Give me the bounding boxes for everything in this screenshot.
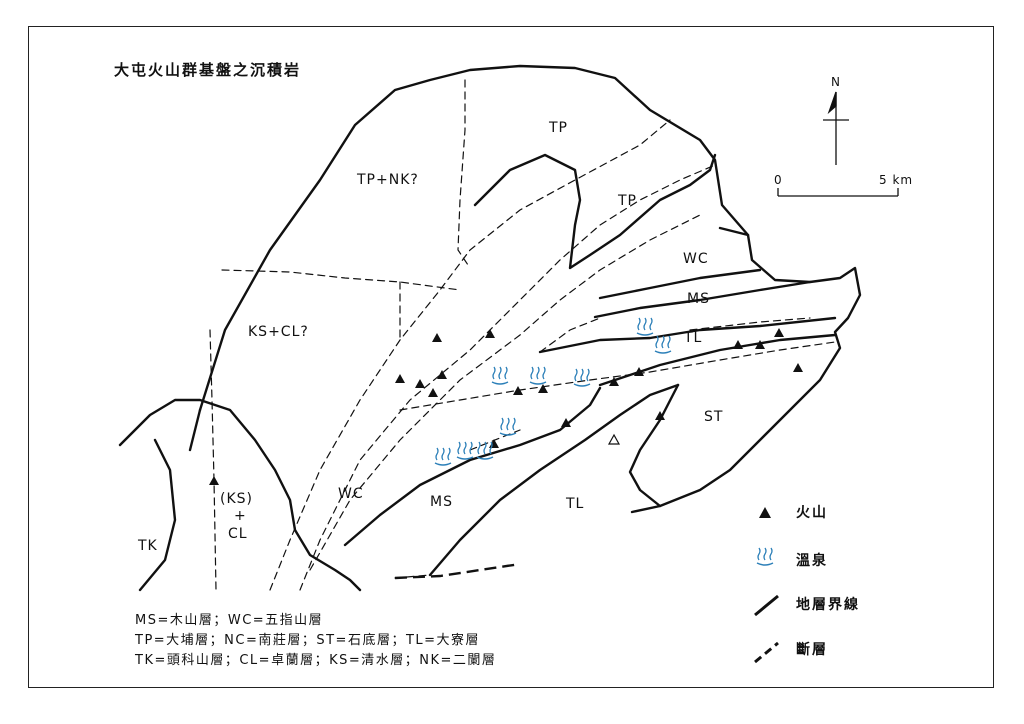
legend-boundary-label: 地層界線 xyxy=(796,597,860,613)
unit-label-st: ST xyxy=(704,409,724,425)
hot-spring-marker xyxy=(529,366,547,385)
volcano-marker xyxy=(634,367,644,376)
north-label: N xyxy=(831,75,841,89)
volcano-marker xyxy=(733,340,743,349)
legend-boundary-icon xyxy=(754,594,779,617)
abbreviation-line-2: TP=大埔層；NC=南莊層；ST=石底層；TL=大寮層 xyxy=(135,633,481,648)
map-title: 大屯火山群基盤之沉積岩 xyxy=(114,61,302,79)
legend-volcano-icon xyxy=(759,507,771,518)
tp-boundary xyxy=(473,153,717,270)
fault-bottom-thick xyxy=(394,562,521,580)
volcano-marker xyxy=(655,411,665,420)
fault-1 xyxy=(457,79,471,269)
hot-springs xyxy=(434,317,672,466)
legend-symbols xyxy=(754,507,779,664)
scale-label-5km: 5 km xyxy=(879,173,914,187)
legend-fault-label: 斷層 xyxy=(796,642,828,658)
abbreviation-line-1: MS=木山層；WC=五指山層 xyxy=(135,613,324,628)
hot-spring-marker xyxy=(456,441,474,460)
legend-fault-icon xyxy=(754,641,779,664)
volcano-marker xyxy=(415,379,425,388)
volcano-marker xyxy=(513,386,523,395)
unit-label-tk: TK xyxy=(138,538,158,554)
tk-boundary xyxy=(118,398,362,592)
wc-ms-boundary xyxy=(598,268,762,300)
volcano-marker xyxy=(755,340,765,349)
volcano-marker xyxy=(209,476,219,485)
fault-lines xyxy=(209,79,836,591)
volcano-marker xyxy=(793,363,803,372)
st-boundary xyxy=(628,383,680,508)
scale-bar xyxy=(777,188,899,197)
fault-5 xyxy=(299,164,716,591)
hot-spring-marker xyxy=(499,417,517,436)
legend-volcano-label: 火山 xyxy=(796,505,828,521)
unit-label-ms-left: MS xyxy=(430,494,453,510)
unit-label-wc-left: WC xyxy=(338,486,364,502)
fault-6 xyxy=(309,214,701,571)
tl-lower-boundary xyxy=(598,333,837,387)
tl-inner-boundary xyxy=(538,316,837,354)
fault-11 xyxy=(539,317,601,353)
unit-label-tl-left: TL xyxy=(566,496,585,512)
north-arrow xyxy=(823,91,849,165)
fault-8 xyxy=(399,341,836,411)
unit-label-ks-cl: KS+CL? xyxy=(248,324,309,340)
volcanoes xyxy=(209,328,803,485)
tk-boundary-west xyxy=(138,438,177,592)
hot-spring-marker xyxy=(573,368,591,387)
ms-tl-west-boundary xyxy=(343,386,602,547)
volcano-marker xyxy=(437,370,447,379)
unit-label-tl-right: TL xyxy=(684,330,703,346)
volcano-marker xyxy=(485,329,495,338)
legend-hot-spring-label: 溫泉 xyxy=(796,553,828,569)
legend-hot-spring-icon xyxy=(756,547,774,566)
unit-label-tp-top: TP xyxy=(549,120,568,136)
abbreviation-line-3: TK=頭科山層；CL=卓蘭層；KS=清水層；NK=二闌層 xyxy=(135,653,497,668)
fault-9 xyxy=(689,317,811,331)
wc-inner xyxy=(718,226,750,237)
fault-7 xyxy=(209,329,217,591)
volcano-marker xyxy=(489,439,499,448)
fault-2 xyxy=(221,269,461,291)
unit-label-ms-right: MS xyxy=(687,291,710,307)
ms-tl-boundary xyxy=(593,280,812,319)
volcano-open-marker xyxy=(607,433,621,445)
scale-label-0: 0 xyxy=(774,173,783,187)
unit-label-plus: + xyxy=(234,508,247,524)
hot-spring-marker xyxy=(636,317,654,336)
west-boundary-lower xyxy=(188,408,202,452)
hot-spring-marker xyxy=(491,366,509,385)
volcano-marker xyxy=(538,384,548,393)
unit-label-wc-right: WC xyxy=(683,251,709,267)
volcano-marker xyxy=(395,374,405,383)
map-frame xyxy=(28,26,994,688)
unit-label-tp-nk: TP+NK? xyxy=(357,172,419,188)
fault-10 xyxy=(469,429,521,451)
hot-spring-marker xyxy=(434,447,452,466)
volcano-marker xyxy=(432,333,442,342)
tl-west-boundary xyxy=(428,383,680,577)
unit-label-ks-paren: (KS) xyxy=(220,491,253,507)
boundary-lines xyxy=(118,64,862,592)
unit-label-tp-mid: TP xyxy=(618,193,637,209)
volcano-marker xyxy=(609,377,619,386)
unit-label-cl: CL xyxy=(228,526,248,542)
volcano-marker xyxy=(428,388,438,397)
volcano-marker xyxy=(561,418,571,427)
volcano-marker xyxy=(774,328,784,337)
hot-spring-marker xyxy=(654,335,672,354)
